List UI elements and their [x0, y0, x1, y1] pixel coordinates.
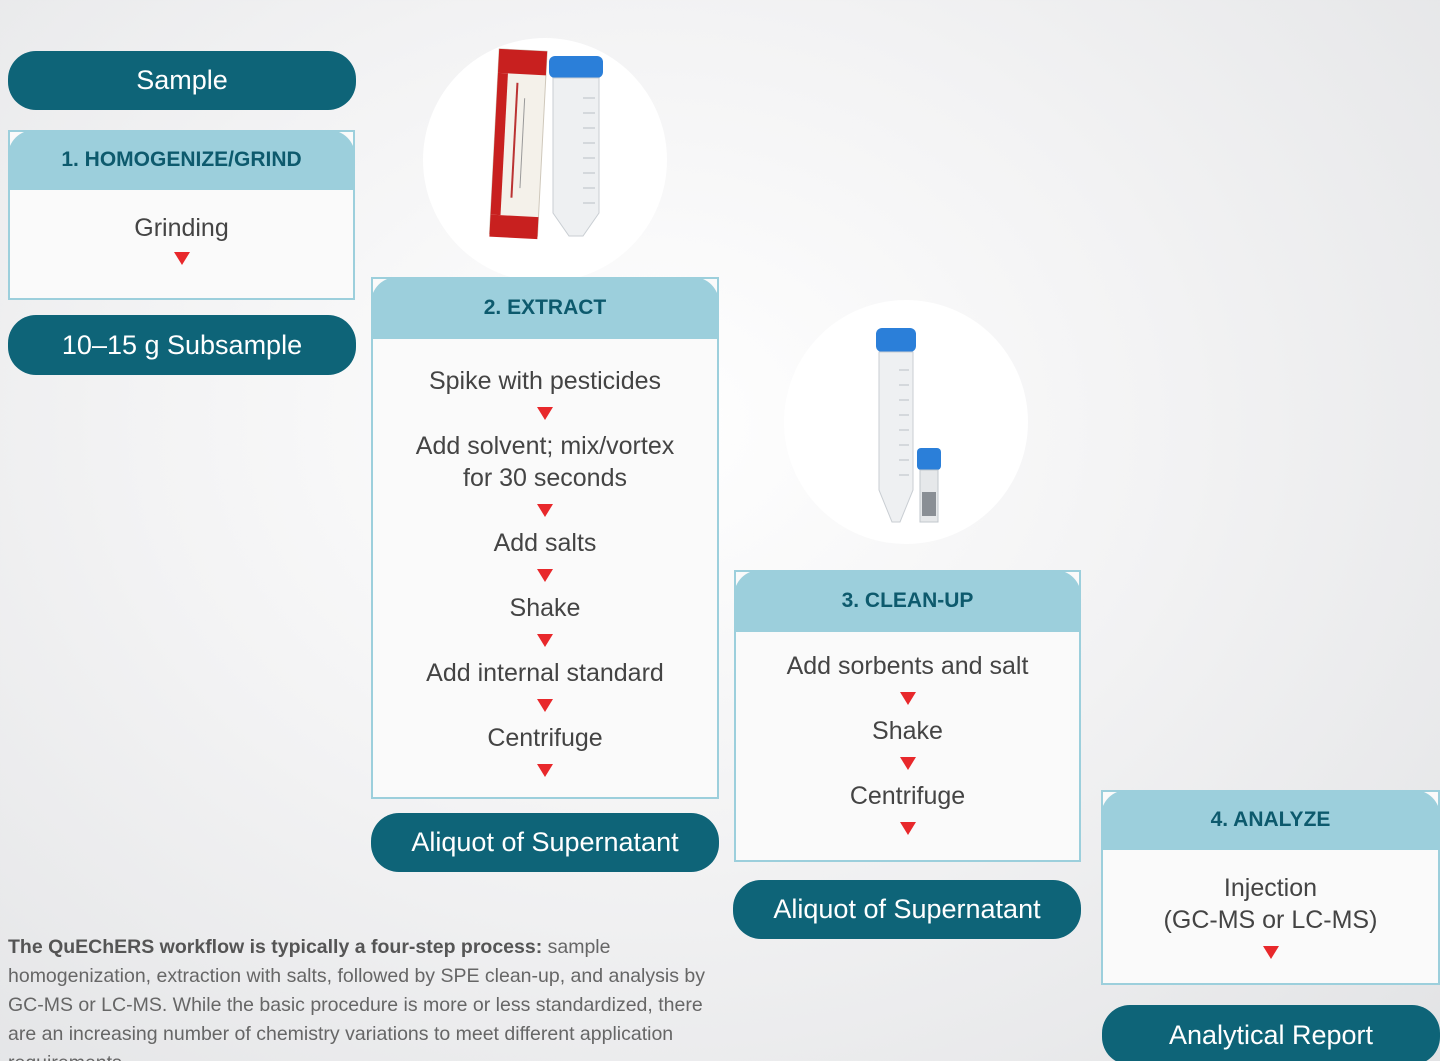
caption-bold: The QuEChERS workflow is typically a fou…	[8, 936, 543, 958]
workflow-caption: The QuEChERS workflow is typically a fou…	[8, 933, 708, 1061]
step-line: Shake	[872, 717, 943, 745]
step-line: Spike with pesticides	[428, 367, 662, 395]
step-line: Add salts	[493, 529, 597, 557]
step-cleanup-title: 3. CLEAN-UP	[734, 570, 1081, 632]
aliquot-supernatant-pill-2: Aliquot of Supernatant	[733, 880, 1081, 939]
analytical-report-pill: Analytical Report	[1102, 1005, 1440, 1061]
step-extract-title: 2. EXTRACT	[371, 277, 719, 339]
down-arrow-icon	[537, 634, 553, 647]
step-homogenize-title: 1. HOMOGENIZE/GRIND	[8, 130, 355, 190]
step-line: Add solvent; mix/vortex for 30 seconds	[415, 432, 675, 492]
step-homogenize: 1. HOMOGENIZE/GRIND Grinding	[8, 130, 355, 300]
step-line: Grinding	[134, 214, 229, 242]
down-arrow-icon	[537, 699, 553, 712]
down-arrow-icon	[899, 822, 916, 835]
sample-pill: Sample	[8, 51, 356, 110]
step-line: Centrifuge	[487, 724, 603, 752]
step-extract: 2. EXTRACT Spike with pesticides Add sol…	[371, 277, 719, 799]
step-line: Centrifuge	[849, 782, 966, 810]
step-analyze: 4. ANALYZE Injection (GC-MS or LC-MS)	[1101, 790, 1440, 985]
cleanup-tubes-image	[784, 300, 1028, 544]
down-arrow-icon	[537, 504, 553, 517]
step-line: Shake	[509, 594, 581, 622]
extraction-kit-image	[423, 38, 667, 282]
down-arrow-icon	[899, 692, 916, 705]
aliquot-supernatant-pill-1: Aliquot of Supernatant	[371, 813, 719, 872]
down-arrow-icon	[537, 569, 553, 582]
step-line: Injection (GC-MS or LC-MS)	[1163, 874, 1378, 934]
step-line: Add internal standard	[426, 659, 664, 687]
step-analyze-title: 4. ANALYZE	[1101, 790, 1440, 850]
down-arrow-icon	[537, 407, 553, 420]
down-arrow-icon	[899, 757, 916, 770]
down-arrow-icon	[173, 252, 190, 265]
step-cleanup: 3. CLEAN-UP Add sorbents and salt Shake …	[734, 570, 1081, 862]
caption-text: sample homogenization, extraction with s…	[8, 936, 705, 1061]
subsample-pill: 10–15 g Subsample	[8, 315, 356, 375]
down-arrow-icon	[537, 764, 553, 777]
step-line: Add sorbents and salt	[786, 652, 1029, 680]
down-arrow-icon	[1262, 946, 1279, 959]
